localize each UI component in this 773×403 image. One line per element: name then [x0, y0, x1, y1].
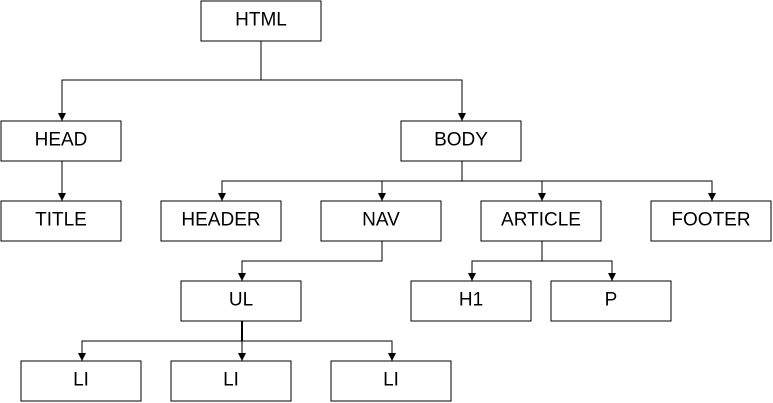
- node-html-label: HTML: [235, 10, 287, 31]
- node-p: P: [550, 280, 672, 322]
- edge-body-footer: [542, 180, 716, 201]
- edge-ul-li1: [78, 340, 242, 361]
- node-header-label: HEADER: [181, 210, 260, 231]
- node-li-1-label: LI: [73, 370, 89, 391]
- node-title-label: TITLE: [35, 210, 87, 231]
- node-header: HEADER: [160, 200, 282, 242]
- edge-article-h1: [468, 241, 543, 281]
- node-html: HTML: [200, 0, 322, 42]
- node-li-2: LI: [170, 360, 292, 402]
- node-h1-label: H1: [459, 290, 483, 311]
- node-ul-label: UL: [229, 290, 253, 311]
- node-li-1: LI: [20, 360, 142, 402]
- edge-nav-ul: [238, 241, 383, 281]
- node-nav-label: NAV: [362, 210, 400, 231]
- node-h1: H1: [410, 280, 532, 322]
- edge-body-article: [462, 180, 546, 201]
- node-nav: NAV: [320, 200, 442, 242]
- node-footer-label: FOOTER: [671, 210, 750, 231]
- node-body-label: BODY: [434, 130, 488, 151]
- edge-ul-li3: [242, 340, 396, 361]
- edge-body-header: [218, 161, 463, 201]
- node-head: HEAD: [0, 120, 122, 162]
- node-head-label: HEAD: [35, 130, 88, 151]
- edge-article-p: [542, 260, 616, 281]
- node-article-label: ARTICLE: [501, 210, 581, 231]
- node-article: ARTICLE: [480, 200, 602, 242]
- node-body: BODY: [400, 120, 522, 162]
- node-p-label: P: [605, 290, 618, 311]
- edge-html-body: [261, 79, 466, 121]
- edge-html-head: [58, 41, 262, 121]
- node-ul: UL: [180, 280, 302, 322]
- node-li-3: LI: [330, 360, 452, 402]
- node-title: TITLE: [0, 200, 122, 242]
- node-li-2-label: LI: [223, 370, 239, 391]
- node-li-3-label: LI: [383, 370, 399, 391]
- connectors: [58, 41, 716, 361]
- node-footer: FOOTER: [650, 200, 772, 242]
